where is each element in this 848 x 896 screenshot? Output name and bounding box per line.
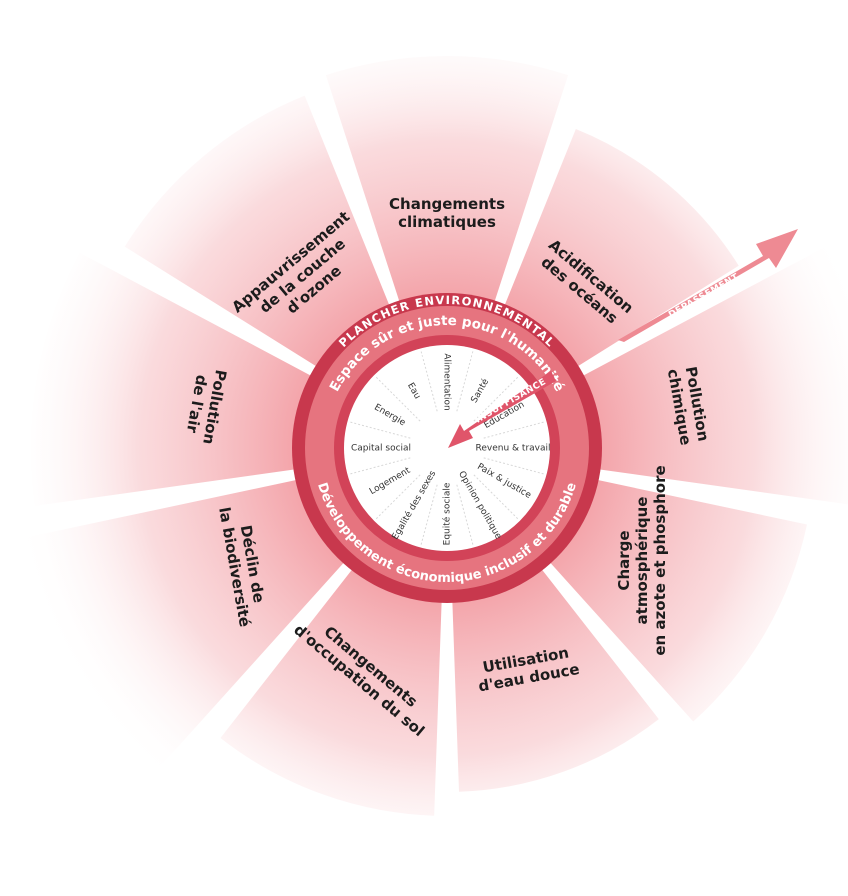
boundary-label-line: Charge (615, 530, 633, 590)
boundary-label: Chargeatmosphériqueen azote et phosphore (615, 465, 669, 655)
shortfall-arrow-shape (448, 371, 556, 448)
boundary-wedge (325, 56, 569, 306)
boundary-wedge (124, 95, 391, 369)
overshoot-arrow-shape (618, 229, 798, 342)
social-sector-label: Alimentation (442, 353, 452, 410)
boundary-wedge (220, 566, 442, 816)
boundary-wedge (503, 129, 739, 369)
social-sector-label: Equité sociale (442, 482, 453, 545)
boundary-label-line: en azote et phosphore (651, 465, 669, 655)
boundary-label-line: climatiques (398, 213, 496, 231)
planetary-boundary-wedges (16, 56, 848, 816)
social-center (344, 345, 550, 551)
boundary-wedge (452, 566, 659, 792)
social-sector-label: Revenu & travail (476, 444, 551, 454)
boundary-wedge (547, 479, 807, 722)
boundary-label-line: atmosphérique (633, 497, 651, 625)
boundary-label-line: Changements (389, 195, 505, 213)
boundary-wedge (31, 252, 315, 506)
boundary-wedge (16, 479, 347, 775)
boundary-wedge (579, 241, 848, 505)
social-sector-label: Capital social (351, 444, 411, 454)
